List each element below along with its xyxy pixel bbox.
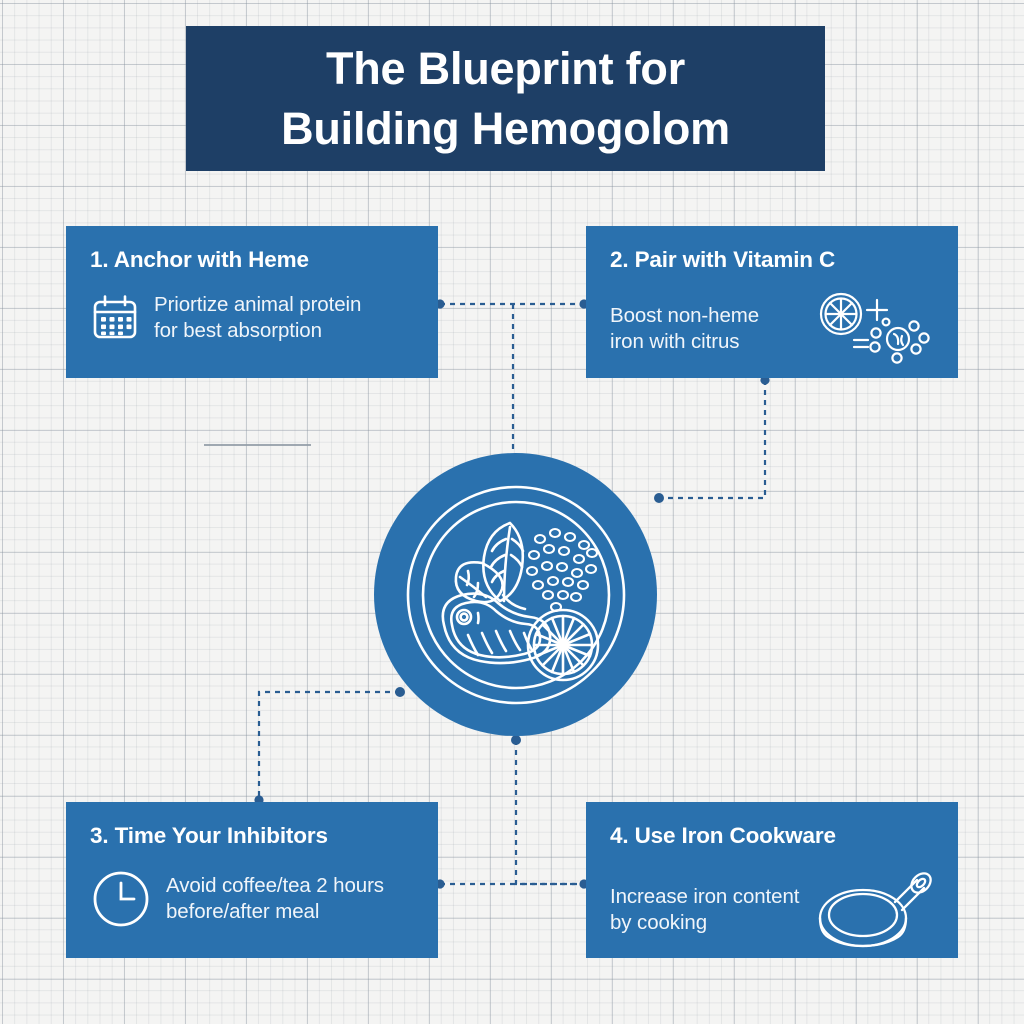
page-title-line-2: Building Hemogolom xyxy=(281,102,730,154)
center-hub[interactable] xyxy=(374,453,657,736)
stray-rule-artifact xyxy=(204,444,311,446)
step-card-3[interactable]: 3. Time Your Inhibitors Avoid coffee/tea… xyxy=(66,802,438,958)
citrus-slice xyxy=(526,608,599,681)
calendar-icon xyxy=(93,294,137,338)
step-card-1-title: 1. Anchor with Heme xyxy=(90,247,309,272)
spinach-leaves xyxy=(454,521,526,610)
step-card-4-title: 4. Use Iron Cookware xyxy=(610,823,836,848)
step-card-2-description: Boost non-heme iron with citrus xyxy=(610,303,760,353)
clock-icon xyxy=(93,871,149,927)
page-title-banner: The Blueprint for Building Hemogolom xyxy=(186,26,825,171)
iron-rich-plate-icon xyxy=(406,485,625,704)
skillet-icon xyxy=(818,871,932,947)
citrus-vitaminc-icon xyxy=(819,292,930,364)
step-card-4[interactable]: 4. Use Iron Cookware Increase iron conte… xyxy=(586,802,958,958)
step-card-3-description: Avoid coffee/tea 2 hours before/after me… xyxy=(166,873,384,923)
page-title-line-1: The Blueprint for xyxy=(325,42,686,94)
lentils-cluster xyxy=(525,527,598,612)
step-card-1-description: Priortize animal protein for best absorp… xyxy=(154,292,362,342)
step-card-2[interactable]: 2. Pair with Vitamin C Boost non-heme ir… xyxy=(586,226,958,378)
step-card-3-title: 3. Time Your Inhibitors xyxy=(90,823,328,848)
step-card-1[interactable]: 1. Anchor with Heme xyxy=(66,226,438,378)
step-card-2-title: 2. Pair with Vitamin C xyxy=(610,247,836,272)
step-card-4-description: Increase iron content by cooking xyxy=(610,884,800,934)
